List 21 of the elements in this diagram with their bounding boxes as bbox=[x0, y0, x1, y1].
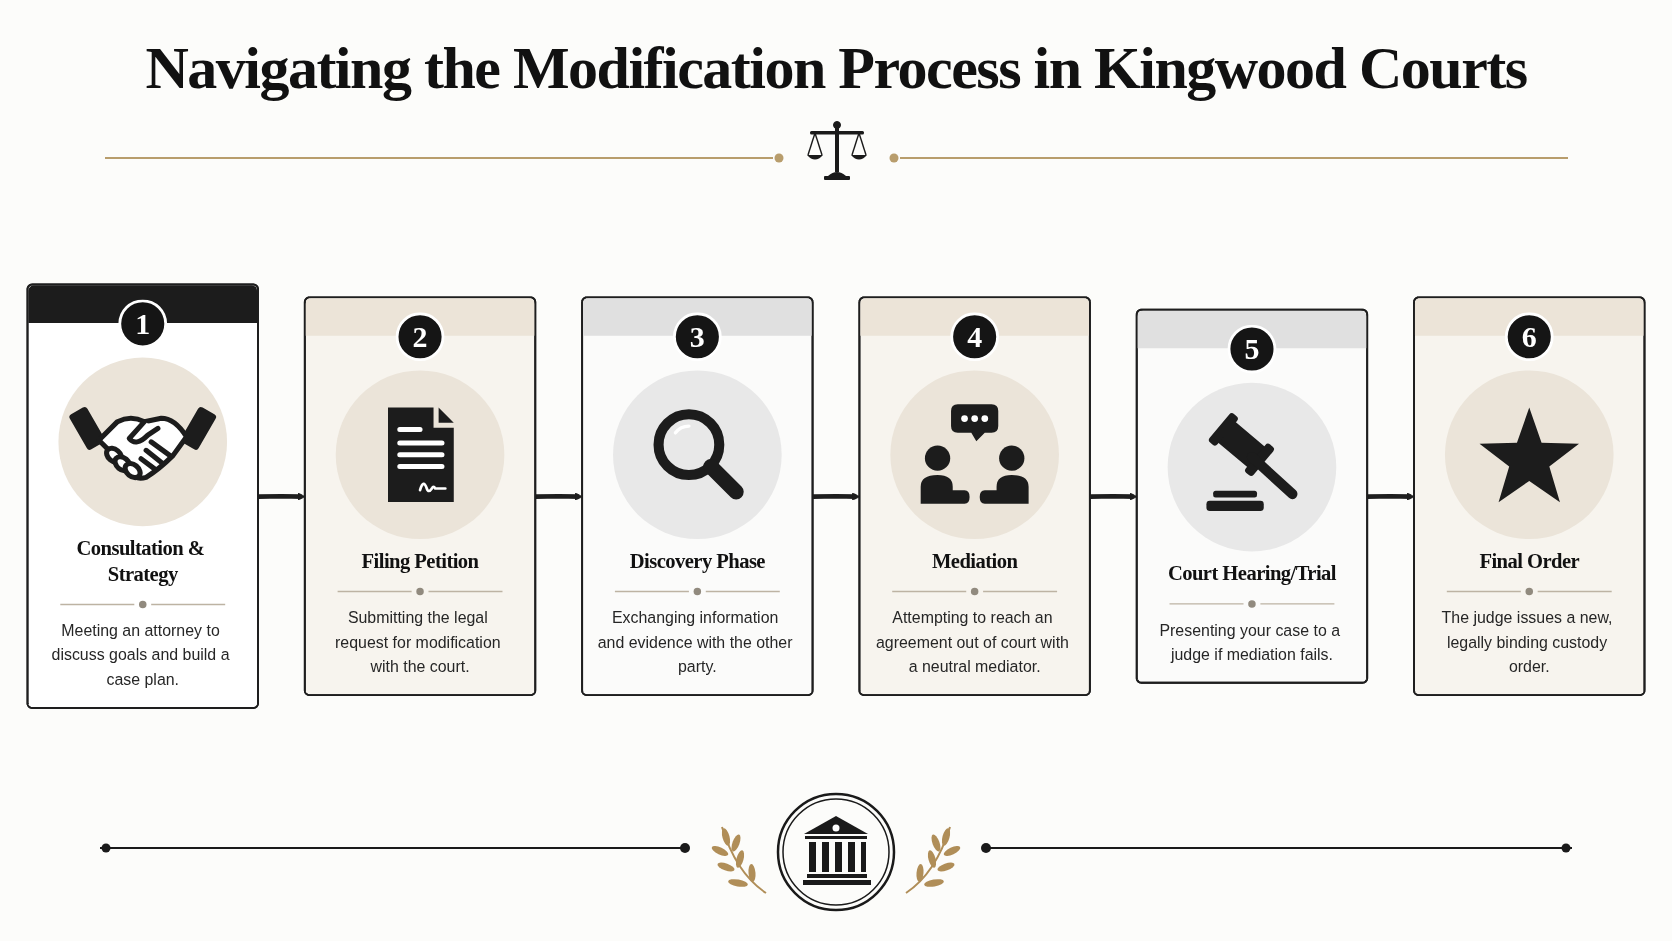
step-title: Mediation bbox=[931, 548, 1018, 574]
step-description: Meeting an attorney to discuss goals and build a case plan. bbox=[51, 621, 231, 689]
step-card bbox=[1135, 308, 1369, 684]
step-title: Consultation & Strategy bbox=[75, 535, 206, 587]
arrow bbox=[1367, 492, 1415, 501]
step-card bbox=[1413, 296, 1646, 696]
step-card bbox=[858, 296, 1091, 696]
step-description: Exchanging information and evidence with the other party. bbox=[597, 608, 794, 676]
step-description: The judge issues a new, legally binding custody order. bbox=[1441, 608, 1614, 676]
arrow bbox=[535, 492, 583, 501]
step-description: Presenting your case to a judge if mediation fails. bbox=[1159, 621, 1342, 664]
step-card bbox=[303, 296, 537, 696]
step-description: Submitting the legal request for modification with the court. bbox=[335, 608, 502, 676]
step-title: Filing Petition bbox=[361, 548, 479, 574]
step-title: Final Order bbox=[1479, 548, 1580, 574]
title: Navigating the Modification Process in Kingwood Courts bbox=[145, 34, 1527, 103]
step-description: Attempting to reach an agreement out of court with a neutral mediator. bbox=[875, 608, 1070, 676]
step-card bbox=[26, 283, 259, 709]
step-title: Discovery Phase bbox=[629, 548, 765, 574]
step-title: Court Hearing/Trial bbox=[1167, 560, 1336, 587]
step-card bbox=[581, 296, 814, 696]
